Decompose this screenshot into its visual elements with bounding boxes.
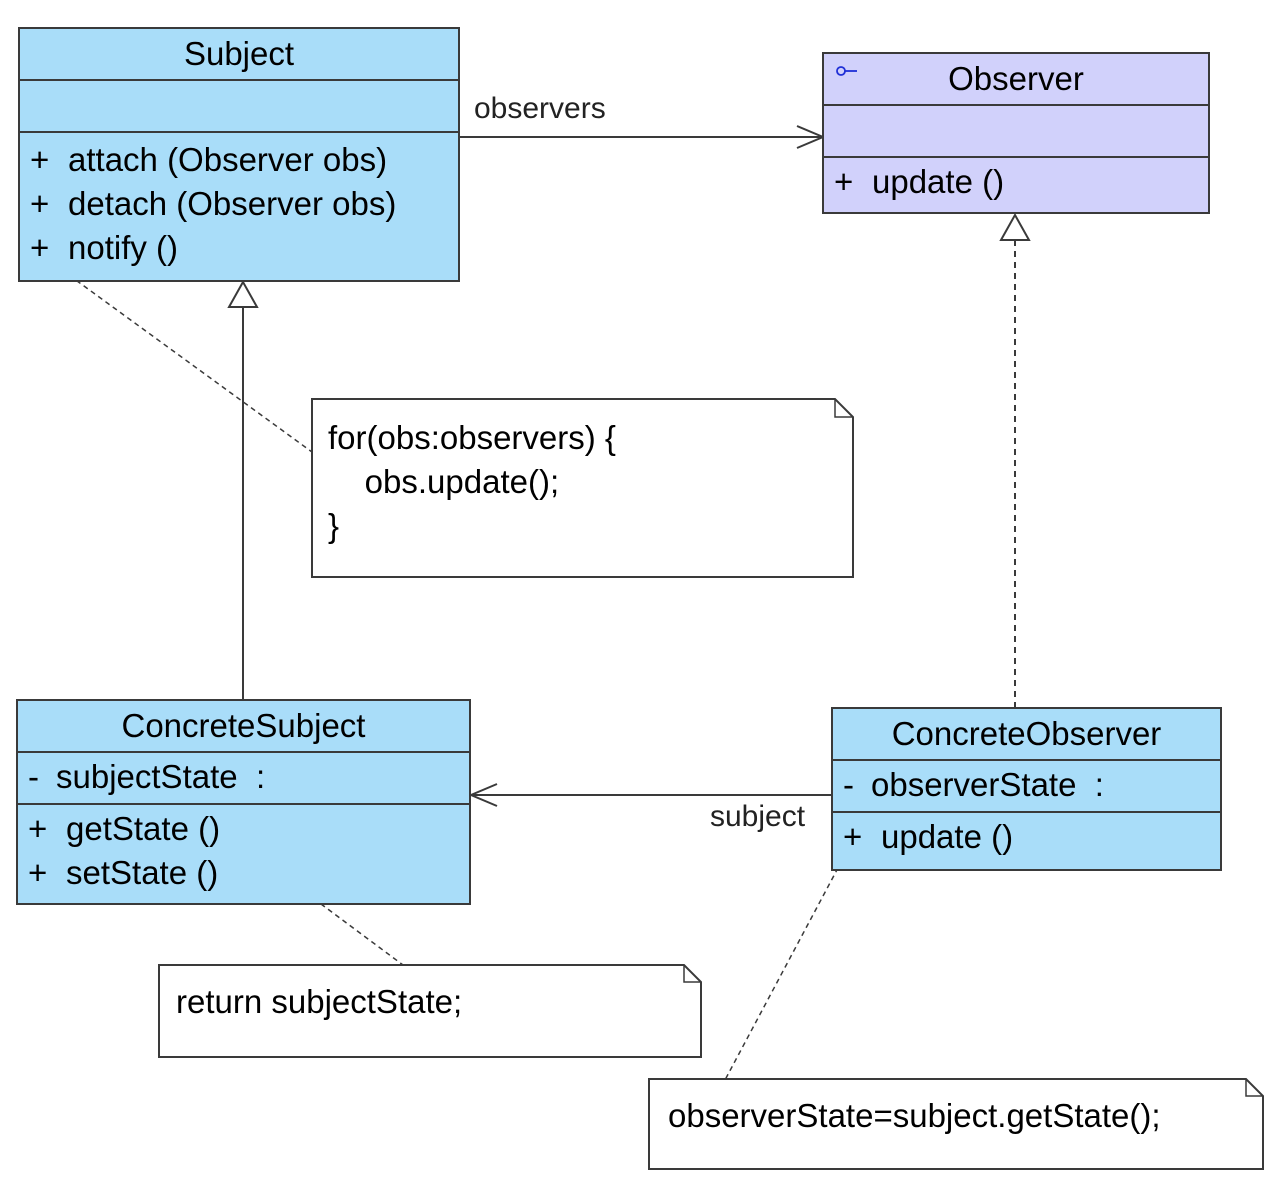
operation-set-state: + setState () [18,851,469,895]
class-subject-operations: + attach (Observer obs) + detach (Observer… [20,133,458,270]
operation-notify: + notify () [20,226,458,270]
note-frame [158,964,702,1058]
operation-update: + update () [833,815,1220,859]
class-concrete-observer-operations: + update () [833,813,1220,859]
visibility-marker: + [28,854,48,891]
attribute-text: observerState : [871,766,1104,803]
class-concrete-subject-name: ConcreteSubject [18,701,469,753]
operation-text: update () [872,163,1005,200]
operation-text: notify () [68,229,179,266]
note-anchor-notify [39,253,313,453]
operation-text: getState () [66,810,221,847]
note-frame [311,398,854,578]
class-concrete-subject[interactable]: ConcreteSubject -subjectState : + getStat… [16,699,471,905]
operation-text: attach (Observer obs) [68,141,388,178]
operation-text: detach (Observer obs) [68,185,397,222]
class-observer-operations: + update () [824,158,1208,204]
class-concrete-observer[interactable]: ConcreteObserver -observerState : + updat… [831,707,1222,871]
attribute-subject-state: -subjectState : [18,755,469,799]
class-concrete-subject-attributes: -subjectState : [18,753,469,805]
association-observers-label: observers [474,92,606,125]
visibility-marker: + [30,229,50,266]
note-get-state[interactable]: return subjectState; [158,964,702,1058]
visibility-marker: + [843,818,863,855]
operation-text: setState () [66,854,219,891]
visibility-marker: - [28,758,39,795]
generalization-arrowhead [227,279,259,308]
visibility-marker: + [30,185,50,222]
operation-attach: + attach (Observer obs) [20,138,458,182]
interface-icon [836,66,857,76]
note-update-line: observerState=subject.getState(); [668,1097,1161,1134]
class-concrete-observer-name: ConcreteObserver [833,709,1220,761]
note-notify-line: } [328,507,340,544]
note-notify-line: for(obs:observers) { [328,419,616,456]
class-observer-attributes [824,106,1208,158]
class-subject-name: Subject [20,29,458,81]
operation-get-state: + getState () [18,807,469,851]
attribute-observer-state: -observerState : [833,763,1220,807]
visibility-marker: - [843,766,854,803]
attribute-text: subjectState : [56,758,266,795]
class-subject-attributes [20,81,458,133]
realization-arrowhead [999,212,1031,241]
class-observer-title-text: Observer [948,60,1084,97]
class-concrete-subject-operations: + getState () + setState () [18,805,469,895]
association-subject-arrowhead [468,783,498,807]
note-anchor-update [724,835,856,1081]
association-subject-label: subject [710,800,806,833]
note-notify-line: obs.update(); [328,463,560,500]
class-subject[interactable]: Subject + attach (Observer obs) + detach (… [18,27,460,282]
class-concrete-observer-attributes: -observerState : [833,761,1220,813]
note-frame [648,1078,1264,1170]
visibility-marker: + [28,810,48,847]
class-observer-name: Observer [824,54,1208,106]
visibility-marker: + [834,163,854,200]
visibility-marker: + [30,141,50,178]
operation-detach: + detach (Observer obs) [20,182,458,226]
operation-text: update () [881,818,1014,855]
class-observer[interactable]: Observer + update () [822,52,1210,214]
operation-update: + update () [824,160,1208,204]
note-notify[interactable]: for(obs:observers) { obs.update(); } [311,398,854,578]
note-get-state-line: return subjectState; [176,983,463,1020]
note-update[interactable]: observerState=subject.getState(); [648,1078,1264,1170]
